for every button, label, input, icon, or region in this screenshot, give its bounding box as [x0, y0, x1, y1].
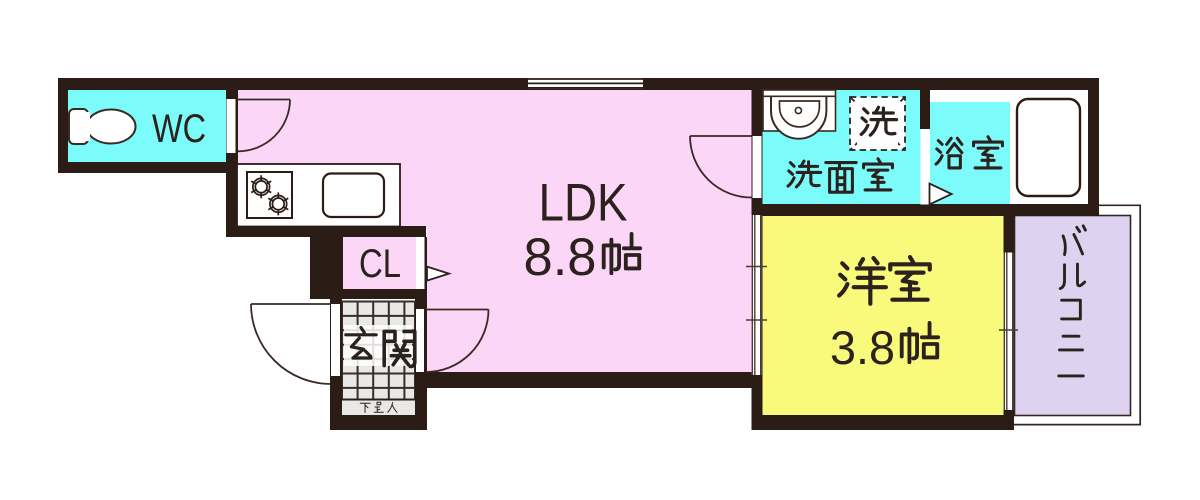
svg-text:WC: WC [152, 107, 206, 151]
svg-text:CL: CL [359, 242, 401, 286]
svg-text:LDK: LDK [539, 174, 628, 233]
svg-text:8.8: 8.8 [524, 228, 597, 287]
svg-text:3.8: 3.8 [830, 321, 895, 374]
